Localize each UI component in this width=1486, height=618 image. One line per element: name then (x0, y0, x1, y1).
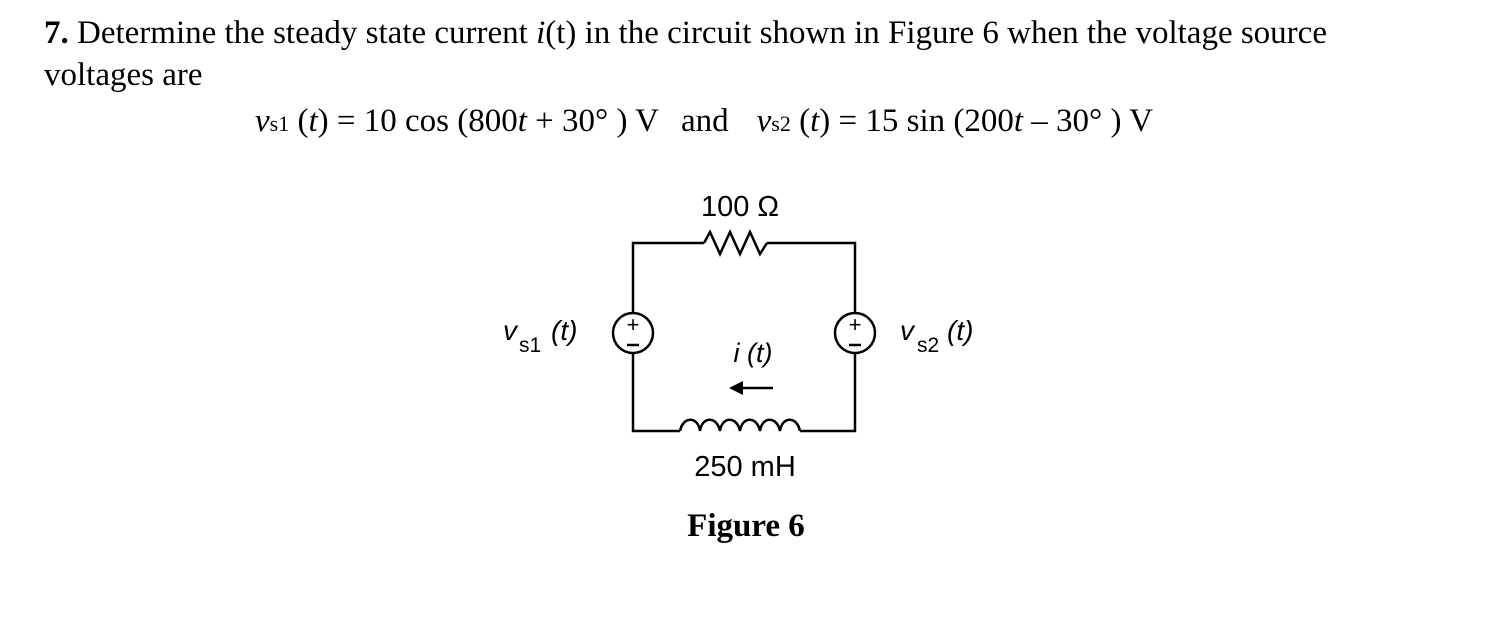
problem-statement: 7. Determine the steady state current i(… (44, 12, 1464, 96)
source1-label: v s1 (t) (503, 315, 577, 357)
source2-circle (833, 311, 877, 355)
problem-text-line2: voltages are (44, 57, 203, 93)
problem-text-1: Determine the steady state current (68, 15, 537, 51)
current-label: i (t) (734, 338, 773, 368)
vs2-t: t (810, 103, 820, 139)
source2-label-arg: (t) (947, 315, 973, 346)
figure-caption: Figure 6 (687, 508, 805, 544)
source1-plus: + (627, 312, 640, 337)
vs1-arg-open: ( (289, 103, 309, 139)
source2-label-sub: s2 (917, 334, 939, 357)
inductor-label: 250 mH (694, 451, 796, 483)
problem-text-2: in the circuit shown in Figure 6 when th… (576, 15, 1327, 51)
resistor-label: 100 Ω (701, 191, 779, 223)
vs1-expression: ) = 10 cos (800 (317, 103, 518, 139)
vs1-subscript: s1 (269, 111, 290, 136)
vs1-symbol: v (255, 103, 270, 139)
vs2-t-2: t (1013, 103, 1024, 139)
voltage-source-1: + (611, 311, 655, 355)
resistor (702, 228, 769, 258)
problem-number: 7. (44, 15, 69, 51)
equation-joiner: and (680, 103, 729, 139)
vs1-tail: + 30° ) V (526, 103, 659, 139)
vs2-subscript: s2 (771, 111, 791, 136)
wire-bottom-right (800, 353, 857, 433)
current-variable: i (536, 15, 546, 51)
current-variable-arg: (t) (545, 15, 577, 51)
current-arrow (729, 381, 773, 395)
wire-bottom-left (631, 353, 680, 433)
source2-label-symbol: v (900, 315, 916, 346)
source1-label-sub: s1 (519, 334, 541, 357)
wire-top-left (631, 241, 704, 313)
source1-label-arg: (t) (551, 315, 577, 346)
wire-top-right (767, 241, 857, 313)
source1-circle (611, 311, 655, 355)
inductor (678, 418, 802, 432)
source2-plus: + (849, 312, 862, 337)
vs1-t: t (308, 103, 318, 139)
vs2-expression: ) = 15 sin (200 (819, 103, 1014, 139)
vs2-symbol: v (756, 103, 772, 139)
voltage-source-2: + (833, 311, 877, 355)
vs1-t-2: t (517, 103, 527, 139)
vs2-arg-open: ( (790, 103, 811, 139)
current-arrow-head (729, 381, 743, 395)
source2-label: v s2 (t) (900, 315, 973, 357)
circuit-wires (631, 228, 857, 433)
source1-label-symbol: v (503, 315, 519, 346)
vs2-tail: – 30° ) V (1023, 103, 1153, 139)
